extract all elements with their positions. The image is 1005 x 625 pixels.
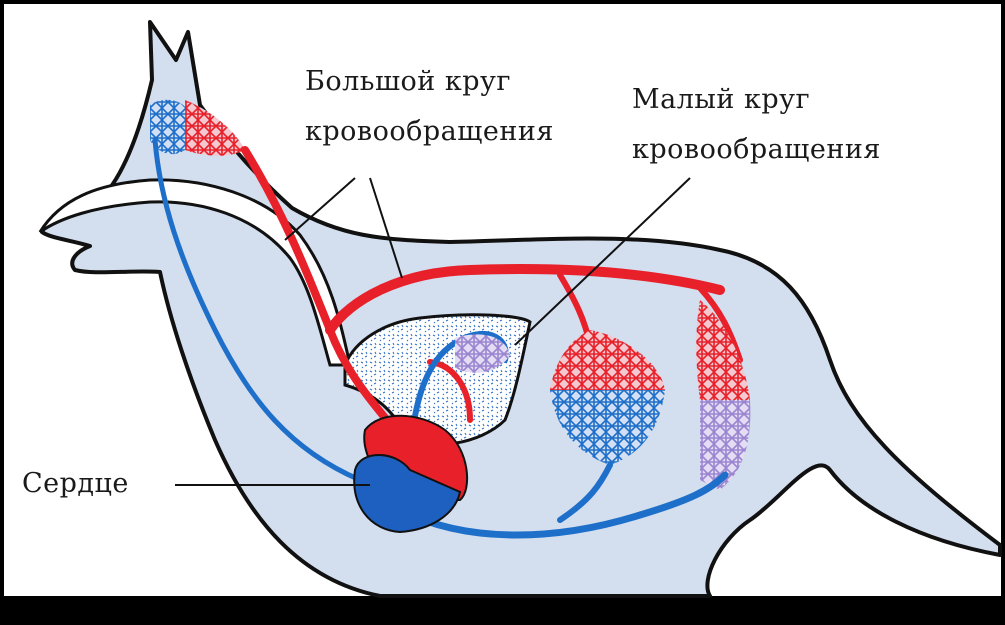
pulmonary-label-line1: Малый круг [632, 84, 810, 115]
pulmonary-label-line2: кровообращения [632, 134, 881, 165]
heart-label: Сердце [22, 468, 129, 499]
systemic-label-line1: Большой круг [305, 66, 511, 97]
systemic-label-line2: кровообращения [305, 116, 554, 147]
